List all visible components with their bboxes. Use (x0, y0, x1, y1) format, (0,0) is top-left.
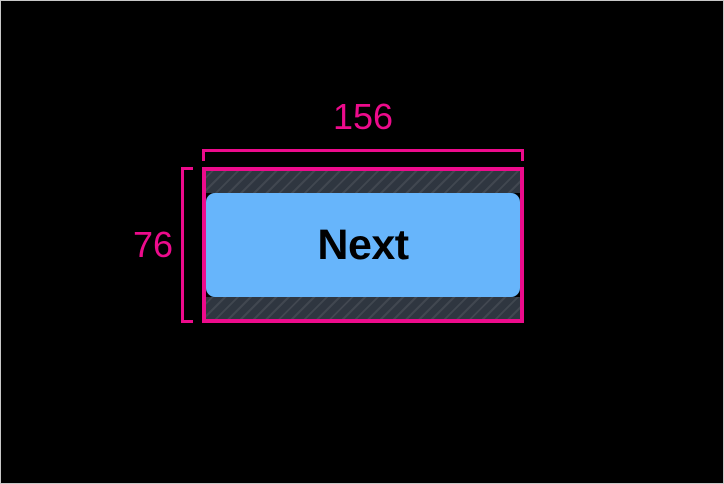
height-value-label: 76 (132, 224, 173, 265)
next-button[interactable]: Next (206, 193, 520, 297)
width-bracket-icon (202, 149, 524, 161)
height-bracket-icon (181, 167, 193, 323)
height-measurement: 76 (133, 167, 201, 323)
width-value-label: 156 (332, 96, 394, 137)
next-button-label: Next (317, 220, 409, 269)
padding-band-bottom (206, 297, 520, 319)
width-measurement: 156 (202, 99, 524, 163)
padding-band-top (206, 171, 520, 193)
element-bounds-highlight[interactable]: Next (202, 167, 524, 323)
